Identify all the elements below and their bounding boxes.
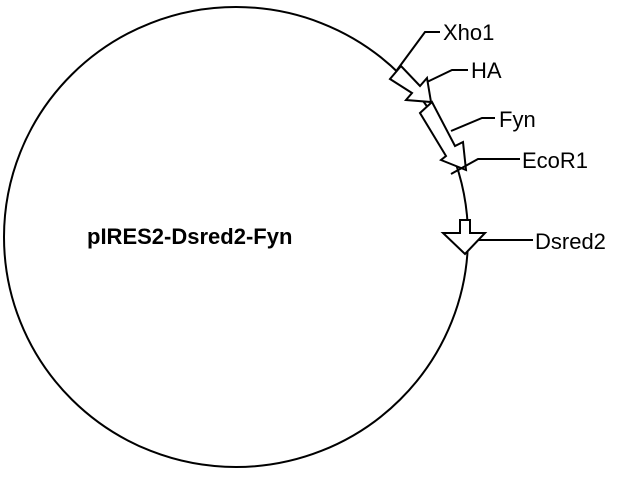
- dsred2-label: Dsred2: [535, 229, 606, 254]
- fyn-arrow: [418, 100, 468, 172]
- ha-leader: [426, 69, 468, 83]
- ha-label: HA: [471, 58, 502, 83]
- fyn-leader: [450, 117, 495, 132]
- xho1-label: Xho1: [443, 20, 494, 45]
- ecor1-label: EcoR1: [522, 148, 588, 173]
- xho1-leader: [396, 31, 440, 71]
- xho1-ha-arrow: [388, 64, 433, 104]
- ecor1-leader: [450, 158, 520, 175]
- plasmid-name: pIRES2-Dsred2-Fyn: [87, 224, 292, 249]
- dsred2-arrow: [440, 219, 488, 256]
- fyn-label: Fyn: [499, 107, 536, 132]
